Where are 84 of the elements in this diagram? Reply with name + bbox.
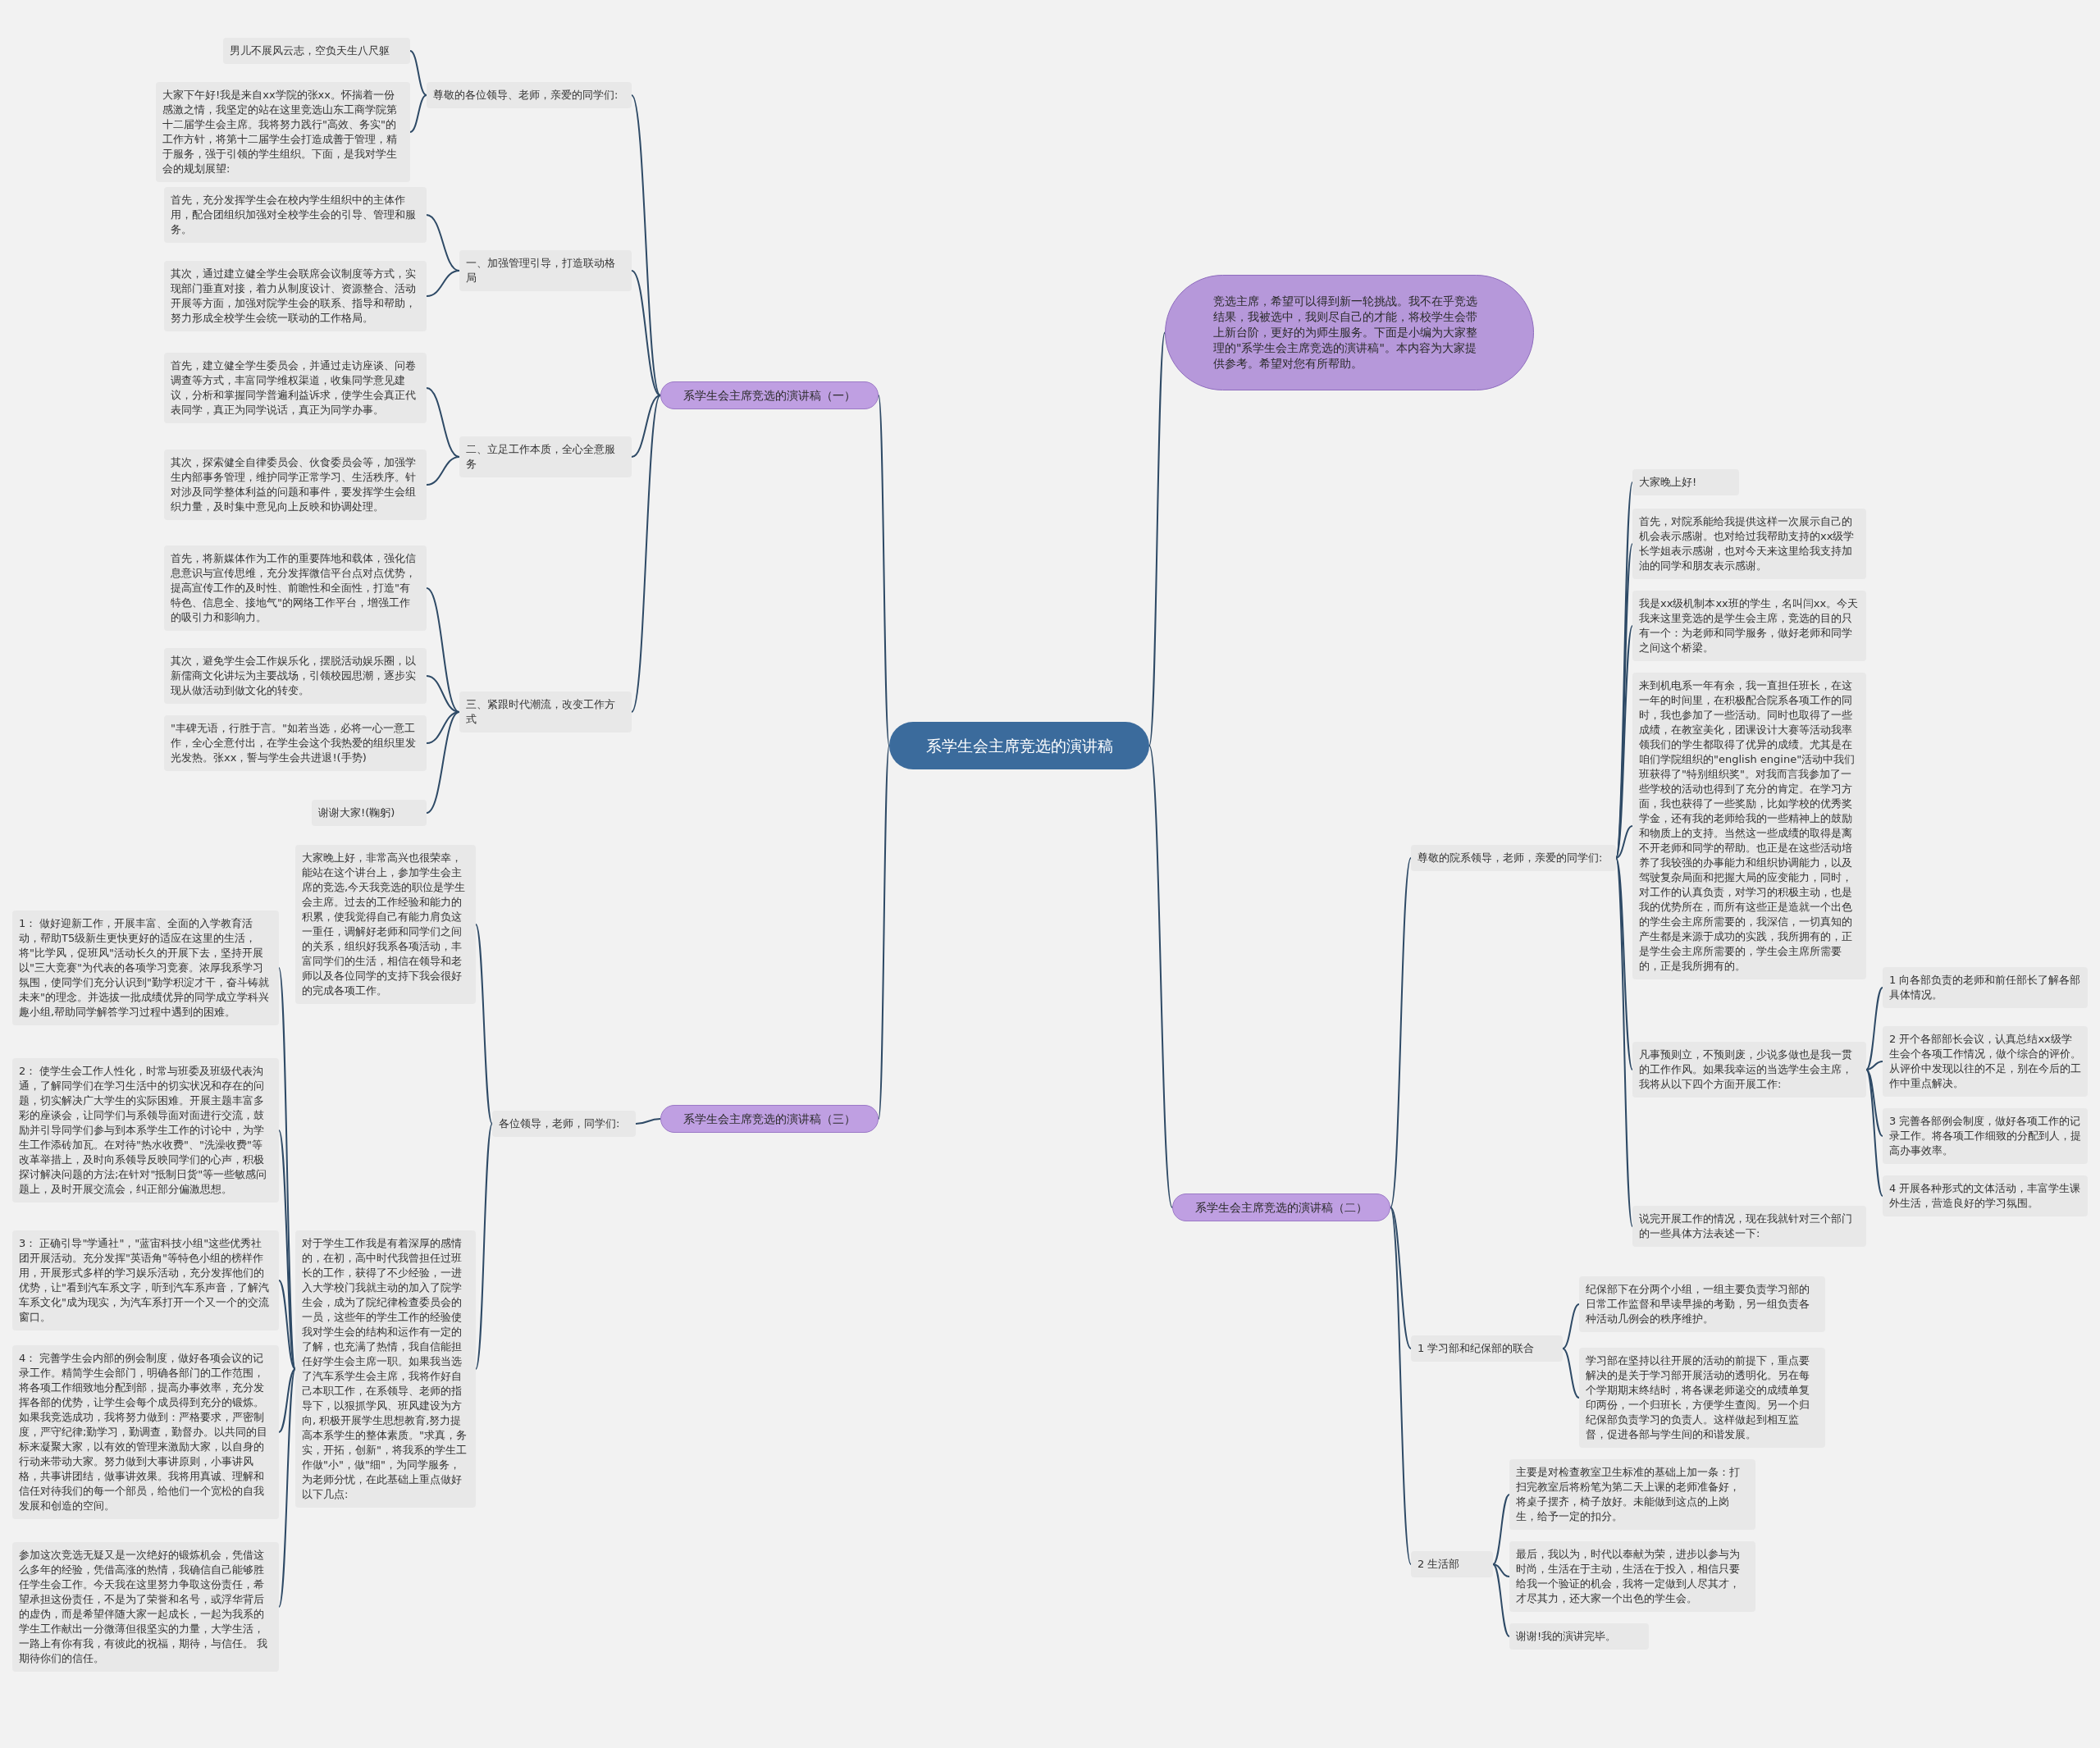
note-bubble: 竞选主席，希望可以得到新一轮挑战。我不在乎竞选结果，我被选中，我则尽自己的才能，将校学生会带上新台阶，更好的为师生服务。下面是小编为大家整理的"系学生会主席竞选的演讲稿"。本内容为大家提供参考。希望对您有所帮助。 [1165,275,1534,390]
connector-line [475,924,493,1125]
connector-line [1615,857,1633,1227]
text-card: 各位领导，老师，同学们: [492,1111,636,1137]
text-card: 我是xx级机制本xx班的学生，名叫闫xx。今天我来这里竞选的是学生会主席，竞选的目的只有一个：为老师和同学服务，做好老师和同学之间这个桥梁。 [1632,591,1866,661]
connector-line [1390,1207,1412,1349]
text-card: 尊敬的各位领导、老师，亲爱的同学们: [427,82,632,108]
text-card: 谢谢大家!(鞠躬) [312,800,427,826]
connector-line [1865,1069,1883,1137]
connector-line [631,395,661,458]
connector-line [878,395,890,746]
connector-line [1615,825,1633,859]
text-card: 三、紧跟时代潮流，改变工作方式 [459,691,632,733]
text-card: 参加这次竞选无疑又是一次绝好的锻炼机会，凭借这么多年的经验，凭借高涨的热情，我确信自己能够胜任学生会工作。今天我在这里努力争取这份责任，希望承担这份责任，不是为了荣誉和名号，或浮华背后的虚伪，而是希望伴随大家一起成长，一起为我系的学生工作献出一分微薄但很坚实的力量，大学生活，一路上有你有我，有彼此的祝福，期待，与信任。 我期待你们的信任。 [12,1542,279,1672]
connector-line [1492,1563,1510,1637]
text-card: 学习部在坚持以往开展的活动的前提下，重点要解决的是关于学习部开展活动的透明化。另在每个学期期末终结时，将各课老师递交的成绩单复印两份，一个归班长，方便学生查阅。另一个归纪保部负责学习的负责人。这样做起到相互监督，促进各部与学生间的和谐发展。 [1579,1348,1825,1448]
text-card: 4 开展各种形式的文体活动，丰富学生课外生活，营造良好的学习氛围。 [1883,1175,2088,1216]
connector-line [1865,1069,1883,1197]
connector-line [426,711,460,744]
text-card: 凡事预则立，不预则废，少说多做也是我一贯的工作作风。如果我幸运的当选学生会主席，我将从以下四个方面开展工作: [1632,1042,1866,1098]
branch-topic: 系学生会主席竞选的演讲稿（二） [1172,1193,1390,1221]
text-card: 大家晚上好! [1632,469,1739,495]
text-card: 来到机电系一年有余，我一直担任班长，在这一年的时间里，在积极配合院系各项工作的同时，我也参加了一些活动。同时也取得了一些成绩，在教室美化，团课设计大赛等活动我率领我们的学生都取得了优异的成绩。尤其是在咱们学院组织的"english engine"活动中我们班获得了"特别组织奖"。对我而言我参加了一些学校的活动也得到了充分的肯定。在学习方面，我也获得了一些奖励，比如学校的优秀奖学金，还有我的老师给我的一些精神上的鼓励和物质上的支持。当然这一些成绩的取得是离不开老师和同学的帮助。也正是在这些活动培养了我较强的办事能力和组织协调能力，以及驾驶复杂局面和把握大局的应变能力，同时，对工作的认真负责，对学习的积极主动，也是我的优势所在，而所有这些正是造就一个出色的学生会主席所需要的，我深信，一切真知的产生都是来源于成功的实践，我所拥有的，正是学生会主席所需要的，学生会主席所需要的，正是我所拥有的。 [1632,673,1866,979]
central-topic: 系学生会主席竞选的演讲稿 [889,722,1149,769]
text-card: 纪保部下在分两个小组，一组主要负责学习部的日常工作监督和早读早操的考勤，另一组负责各种活动几例会的秩序维护。 [1579,1276,1825,1332]
text-card: 1 学习部和纪保部的联合 [1411,1335,1563,1362]
connector-line [1865,987,1883,1070]
text-card: "丰碑无语，行胜于言。"如若当选，必将一心一意工作，全心全意付出，在学生会这个我热爱的组织里发光发热。张xx，誓与学生会共进退!(手势) [164,715,427,771]
text-card: 大家下午好!我是来自xx学院的张xx。怀揣着一份感激之情，我坚定的站在这里竞选山东工商学院第十二届学生会主席。我将努力践行"高效、务实"的工作方针，将第十二届学生会打造成善于管理，精于服务，强于引领的学生组织。下面，是我对学生会的规划展望: [156,82,410,182]
connector-line [631,395,661,713]
text-card: 2 开个各部部长会议，认真总结xx级学生会个各项工作情况，做个综合的评价。从评价中发现以往的不足，别在今后的工作中重点解决。 [1883,1026,2088,1097]
text-card: 4： 完善学生会内部的例会制度，做好各项会议的记录工作。精简学生会部门，明确各部门的工作范围，将各项工作细致地分配到部，提高办事效率，充分发挥各部的优势，让学生会每个成员得到充分的锻炼。如果我竞选成功，我将努力做到：严格要求，严密制度，严守纪律;勤学习，勤调查，勤督办。以共同的目标来凝聚大家，以有效的管理来激励大家，以自身的行动来带动大家。努力做到大事讲原则，小事讲风格，共事讲团结，做事讲效果。我将用真诚、理解和信任对待我们的每一个部员，给他们一个宽松的自我发展和创造的空间。 [12,1345,279,1519]
connector-line [1865,1061,1883,1070]
connector-line [426,456,460,486]
connector-line [409,94,427,133]
connector-line [426,387,460,458]
connector-line [1492,1494,1510,1565]
connector-line [475,1123,493,1370]
text-card: 其次，避免学生会工作娱乐化，摆脱活动娱乐圈，以新儒商文化讲坛为主要战场，引领校园思潮，逐步实现从做活动到做文化的转变。 [164,648,427,704]
text-card: 二、立足工作本质，全心全意服务 [459,436,632,477]
text-card: 说完开展工作的情况，现在我就针对三个部门的一些具体方法表述一下: [1632,1206,1866,1247]
connector-line [1390,1207,1412,1565]
connector-line [426,270,460,297]
text-card: 其次，通过建立健全学生会联席会议制度等方式，实现部门垂直对接，着力从制度设计、资源整合、活动开展等方面，加强对院学生会的联系、指导和帮助，努力形成全校学生会统一联动的工作格局。 [164,261,427,331]
branch-topic: 系学生会主席竞选的演讲稿（一） [660,381,879,409]
connector-line [278,1130,296,1370]
connector-line [1562,1303,1580,1349]
connector-line [631,94,661,396]
connector-line [278,1368,296,1433]
text-card: 最后，我以为，时代以奉献为荣，进步以参与为时尚，生活在于主动，生活在于投入，相信只要给我一个验证的机会，我将一定做到人尽其才，才尽其力，还大家一个出色的学生会。 [1509,1541,1755,1612]
connector-line [426,587,460,713]
text-card: 大家晚上好，非常高兴也很荣幸，能站在这个讲台上，参加学生会主席的竞选,今天我竞选的职位是学生会主席。过去的工作经验和能力的积累，使我觉得自己有能力肩负这一重任，调解好老师和同学们之间的关系，组织好我系各项活动，丰富同学们的生活，相信在领导和老师以及各位同学的支持下我会很好的完成各项工作。 [295,845,476,1004]
connector-line [878,745,890,1120]
text-card: 3 完善各部例会制度，做好各项工作的记录工作。将各项工作细致的分配到人，提高办事效率。 [1883,1108,2088,1164]
connector-line [1148,331,1166,746]
connector-line [426,711,460,814]
text-card: 2 生活部 [1411,1551,1493,1577]
connector-line [1492,1563,1510,1577]
connector-line [1390,857,1412,1208]
text-card: 3： 正确引导"学通社"，"蓝宙科技小组"这些优秀社团开展活动。充分发挥"英语角"等特色小组的榜样作用，开展形式多样的学习娱乐活动，充分发挥他们的优势，让"看到汽车系文字，听到汽车系声音，了解汽车系文化"成为现实，为汽车系打开一个又一个的交流窗口。 [12,1230,279,1330]
connector-line [426,214,460,272]
branch-topic: 系学生会主席竞选的演讲稿（三） [660,1105,879,1133]
text-card: 2： 使学生会工作人性化，时常与班委及班级代表沟通，了解同学们在学习生活中的切实状况和存在的问题，切实解决广大学生的实际困难。开展主题丰富多彩的座谈会，让同学们与系领导面对面进行交流，鼓励并引导同学们参与到本系学生工作的讨论中，为学生工作添砖加瓦。在对待"热水收费"、"洗澡收费"等改革举措上，及时向系领导反映同学们的心声，积极探讨解决问题的方法;在针对"抵制日货"等一些敏感问题上，及时开展交流会，纠正部分偏激思想。 [12,1058,279,1203]
text-card: 一、加强管理引导，打造联动格局 [459,250,632,291]
connector-line [1562,1348,1580,1399]
text-card: 1： 做好迎新工作，开展丰富、全面的入学教育活动，帮助T5级新生更快更好的适应在这里的生活，将"比学风，促班风"活动长久的开展下去，坚持开展以"三大竞赛"为代表的各项学习竞赛。浓厚我系学习氛围，使同学们充分认识到"勤学积淀才干，奋斗铸就未来"的理念。并选拔一批成绩优异的同学成立学科兴趣小组,帮助同学解答学习过程中遇到的困难。 [12,911,279,1025]
connector-line [278,1280,296,1370]
connector-line [409,50,427,96]
connector-line [631,270,661,396]
text-card: 首先，充分发挥学生会在校内学生组织中的主体作用，配合团组织加强对全校学生会的引导、管理和服务。 [164,187,427,243]
text-card: 首先，将新媒体作为工作的重要阵地和载体，强化信息意识与宣传思维，充分发挥微信平台点对点优势，提高宣传工作的及时性、前瞻性和全面性，打造"有特色、信息全、接地气"的网络工作平台，增强工作的吸引力和影响力。 [164,545,427,631]
connector-line [278,1368,296,1608]
text-card: 1 向各部负责的老师和前任部长了解各部具体情况。 [1883,967,2088,1008]
text-card: 男儿不展风云志，空负天生八尺躯 [223,38,410,64]
connector-line [1615,625,1633,859]
text-card: 尊敬的院系领导，老师，亲爱的同学们: [1411,845,1616,871]
text-card: 其次，探索健全自律委员会、伙食委员会等，加强学生内部事务管理，维护同学正常学习、生活秩序。针对涉及同学整体利益的问题和事件，要发挥学生会组织力量，及时集中意见向上反映和协调处理。 [164,450,427,520]
text-card: 首先，对院系能给我提供这样一次展示自己的机会表示感谢。也对给过我帮助支持的xx级学长学姐表示感谢，也对今天来这里给我支持加油的同学和朋友表示感谢。 [1632,509,1866,579]
connector-line [1148,745,1173,1208]
connector-line [635,1118,661,1125]
text-card: 首先，建立健全学生委员会，并通过走访座谈、问卷调查等方式，丰富同学维权渠道，收集同学意见建议，分析和掌握同学普遍利益诉求，使学生会真正代表同学，真正为同学说话，真正为同学办事。 [164,353,427,423]
text-card: 对于学生工作我是有着深厚的感情的，在初，高中时代我曾担任过班长的工作，获得了不少经验，一进入大学校门我就主动的加入了院学生会，成为了院纪律检查委员会的一员，这些年的学生工作的经验使我对学生会的结构和运作有一定的了解，也充满了热情，我自信能担任好学生会主席一职。如果我当选了汽车系学生会主席，我将作好自己本职工作，在系领导、老师的指导下，以狠抓学风、班风建设为方向, 积极开展学生思想教育,努力提高本系学生的整体素质。"求真，务实，开拓，创新"，将我系的学生工作做"小"，做"细"，为同学服务，为老师分忧，在此基础上重点做好以下几点: [295,1230,476,1508]
text-card: 谢谢!我的演讲完毕。 [1509,1623,1649,1650]
text-card: 主要是对检查教室卫生标准的基础上加一条：打扫完教室后将粉笔为第二天上课的老师准备好，将桌子摆齐，椅子放好。未能做到这点的上岗生，给予一定的扣分。 [1509,1459,1755,1530]
